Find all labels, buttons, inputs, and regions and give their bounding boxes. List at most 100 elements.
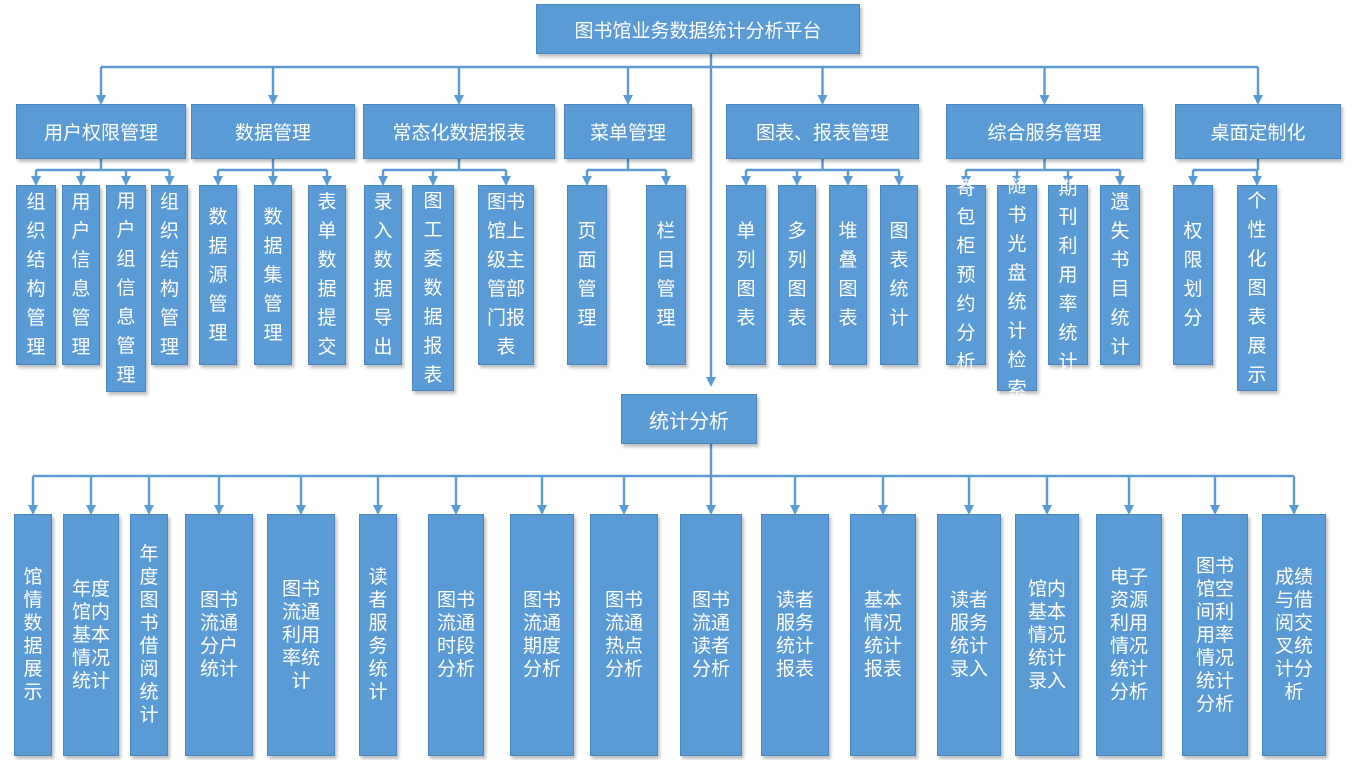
node-text-line: 期 xyxy=(1058,176,1078,199)
node-text-line: 用 xyxy=(116,190,136,212)
node-text-line: 据 xyxy=(317,278,337,300)
node-text-line: 户 xyxy=(116,219,136,241)
node-text-line: 级主 xyxy=(486,249,525,271)
node-text-line: 图书 xyxy=(604,589,643,611)
node-text-line: 理 xyxy=(71,336,91,358)
node-text-line: 利用 xyxy=(1109,612,1148,634)
node-text-line: 个 xyxy=(1247,189,1267,212)
node-text-line: 盘 xyxy=(1007,262,1027,284)
node-text-line: 表 xyxy=(1247,305,1267,328)
node-text: 年度图书借阅统计 xyxy=(139,543,158,727)
node-text-line: 入 xyxy=(373,220,393,242)
node-text-line: 馆上 xyxy=(486,220,525,242)
node-text: 多列图表 xyxy=(787,217,806,333)
node-text: 随书光盘统计检索 xyxy=(1007,172,1026,404)
node-text-line: 时段 xyxy=(436,635,475,657)
node-text-line: 数 xyxy=(208,205,228,228)
node-text-line: 展 xyxy=(1247,334,1267,357)
analysis-item-node: 图书流通利用率统计 xyxy=(267,514,335,756)
node-text-line: 理 xyxy=(26,336,46,358)
node-text-line: 报 xyxy=(423,334,443,357)
node-text: 个性化图表展示 xyxy=(1247,187,1266,390)
node-text: 图书馆上级主管部门报表 xyxy=(487,188,525,362)
analysis-node-label: 统计分析 xyxy=(649,408,729,433)
node-text-line: 表 xyxy=(423,363,443,386)
analysis-item-node: 图书流通分户统计 xyxy=(185,514,253,756)
node-text-line: 管 xyxy=(159,307,179,329)
node-text-line: 遗 xyxy=(1110,191,1130,213)
sub-node: 组织结构管理 xyxy=(16,185,56,365)
node-text-line: 刊 xyxy=(1058,205,1078,228)
node-text-line: 示 xyxy=(1247,363,1267,386)
node-text-line: 率 xyxy=(1058,292,1078,315)
node-text-line: 分 xyxy=(956,321,976,344)
sub-node: 用户信息管理 xyxy=(62,185,100,365)
node-text-line: 息 xyxy=(116,306,136,328)
analysis-item-node: 年度馆内基本情况统计 xyxy=(63,514,119,756)
node-text-line: 表 xyxy=(838,307,858,329)
node-text: 基本情况统计报表 xyxy=(864,589,902,681)
node-text-line: 构 xyxy=(159,278,179,300)
node-text-line: 理 xyxy=(656,307,676,329)
node-text-line: 读者 xyxy=(775,589,814,611)
node-text-line: 务 xyxy=(368,635,388,657)
node-text: 成绩与借阅交叉统计分析 xyxy=(1275,566,1313,704)
node-text-line: 据 xyxy=(263,234,283,257)
node-text-line: 情况 xyxy=(71,646,110,669)
node-text: 数据源管理 xyxy=(208,203,227,348)
node-text: 栏目管理 xyxy=(656,217,675,333)
node-text-line: 统 xyxy=(889,278,909,300)
node-text-line: 组 xyxy=(159,191,179,213)
node-text: 组织结构管理 xyxy=(160,188,179,362)
node-text-line: 书 xyxy=(1110,249,1130,271)
node-text-line: 统计 xyxy=(1195,669,1234,692)
node-text-line: 热点 xyxy=(604,635,643,657)
node-text-line: 图 xyxy=(423,189,443,212)
sub-node: 个性化图表展示 xyxy=(1237,185,1277,391)
sub-node: 图表统计 xyxy=(880,185,918,365)
node-text: 图书流通时段分析 xyxy=(437,589,475,681)
node-text-line: 示 xyxy=(23,681,43,703)
sub-node: 随书光盘统计检索 xyxy=(997,175,1037,400)
node-text-line: 表 xyxy=(496,336,516,358)
node-text: 读者服务统计录入 xyxy=(950,589,988,681)
node-text-line: 组 xyxy=(26,191,46,213)
node-text-line: 管 xyxy=(263,292,283,315)
sub-node: 权限划分 xyxy=(1173,185,1213,365)
node-text: 图书流通期度分析 xyxy=(523,589,561,681)
node-text-line: 分析 xyxy=(522,658,561,680)
module-node: 常态化数据报表 xyxy=(363,104,555,159)
node-text-line: 图书 xyxy=(486,191,525,213)
node-text-line: 服务 xyxy=(949,612,988,634)
node-text-line: 管部 xyxy=(486,278,525,300)
node-text-line: 分 xyxy=(1183,307,1203,329)
node-text: 寄包柜预约分析 xyxy=(956,174,975,377)
node-text-line: 服务 xyxy=(775,612,814,634)
node-text-line: 用 xyxy=(1058,263,1078,286)
sub-node: 期刊利用率统计 xyxy=(1048,177,1088,373)
node-text-line: 分析 xyxy=(604,658,643,680)
node-text: 图书流通分户统计 xyxy=(200,589,238,681)
node-text-line: 集 xyxy=(263,263,283,286)
node-text-line: 划 xyxy=(1183,278,1203,300)
sub-node: 遗失书目统计 xyxy=(1100,185,1140,365)
node-text: 数据集管理 xyxy=(263,203,282,348)
node-text-line: 列 xyxy=(736,249,756,271)
node-text-line: 管 xyxy=(26,307,46,329)
node-text-line: 基本 xyxy=(71,623,110,646)
node-text-line: 图 xyxy=(139,589,159,611)
node-text-line: 读者 xyxy=(949,589,988,611)
node-text: 用户信息管理 xyxy=(71,188,90,362)
node-text-line: 统 xyxy=(368,658,388,680)
node-text-line: 基本 xyxy=(1027,600,1066,623)
analysis-item-node: 读者服务统计报表 xyxy=(761,514,829,756)
sub-node: 数据集管理 xyxy=(254,185,292,365)
node-text-line: 成绩 xyxy=(1274,566,1313,588)
node-text-line: 检 xyxy=(1007,349,1027,371)
node-text-line: 导 xyxy=(373,307,393,329)
node-text-line: 利用 xyxy=(281,623,320,646)
node-text-line: 图书 xyxy=(522,589,561,611)
node-text-line: 据 xyxy=(423,305,443,328)
node-text-line: 结 xyxy=(159,249,179,271)
node-text-line: 表 xyxy=(787,307,807,329)
